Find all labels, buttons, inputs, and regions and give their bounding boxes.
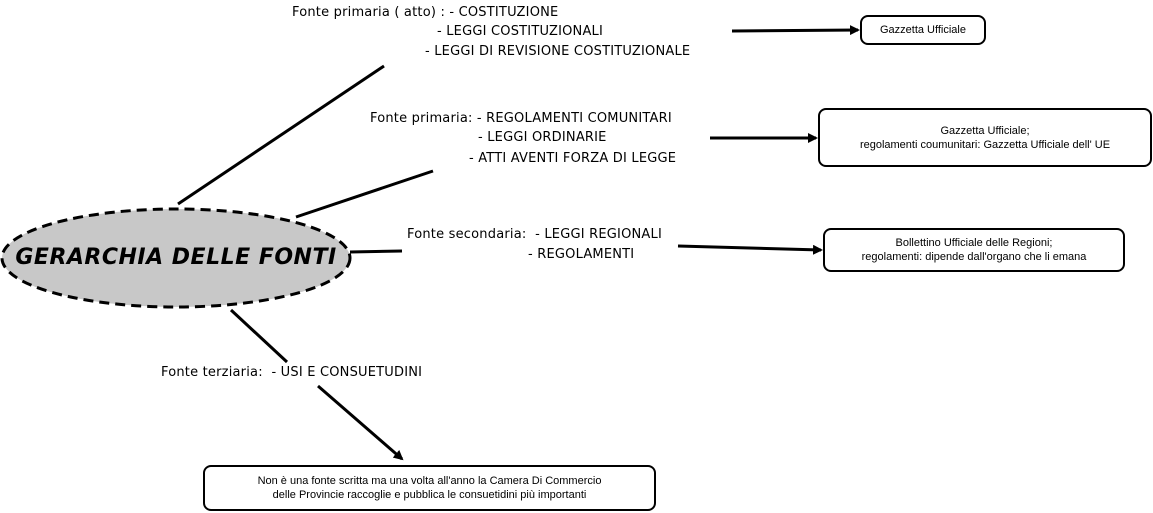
connector-branch-2 <box>295 169 434 219</box>
branch-2-line-3: - ATTI AVENTI FORZA DI LEGGE <box>469 151 677 166</box>
connector-branch-3 <box>349 249 403 254</box>
connector-branch-4 <box>229 308 289 364</box>
target-box-2: Gazzetta Ufficiale; regolamenti coumunit… <box>818 108 1152 167</box>
branch-1-line-1: Fonte primaria ( atto) : - COSTITUZIONE <box>292 5 559 20</box>
root-node-label: GERARCHIA DELLE FONTI <box>15 245 337 270</box>
target-box-3-line-1: Bollettino Ufficiale delle Regioni; <box>895 237 1053 249</box>
branch-4-line-1: Fonte terziaria: - USI E CONSUETUDINI <box>161 365 423 380</box>
connector-branch-1 <box>177 64 385 206</box>
target-box-4: Non è una fonte scritta ma una volta all… <box>203 465 656 511</box>
target-box-1-line-1: Gazzetta Ufficiale <box>879 24 966 36</box>
branch-3-line-1: Fonte secondaria: - LEGGI REGIONALI <box>407 227 663 242</box>
target-box-3-line-2: regolamenti: dipende dall'organo che li … <box>861 251 1087 263</box>
target-box-1: Gazzetta Ufficiale <box>860 15 986 45</box>
branch-3-line-2: - REGOLAMENTI <box>528 247 635 262</box>
target-box-4-line-2: delle Provincie raccoglie e pubblica le … <box>272 489 587 501</box>
arrow-branch-4 <box>317 384 404 461</box>
branch-2-line-1: Fonte primaria: - REGOLAMENTI COMUNITARI <box>370 111 672 126</box>
target-box-2-line-1: Gazzetta Ufficiale; <box>940 124 1030 137</box>
root-node-ellipse <box>0 207 352 309</box>
branch-2-line-2: - LEGGI ORDINARIE <box>478 130 607 145</box>
target-box-3: Bollettino Ufficiale delle Regioni; rego… <box>823 228 1125 272</box>
branch-1-line-2: - LEGGI COSTITUZIONALI <box>437 24 604 39</box>
target-box-2-line-2: regolamenti coumunitari: Gazzetta Uffici… <box>859 138 1111 151</box>
branch-1-line-3: - LEGGI DI REVISIONE COSTITUZIONALE <box>425 44 691 59</box>
arrow-branch-1 <box>731 25 860 36</box>
target-box-4-line-1: Non è una fonte scritta ma una volta all… <box>257 475 602 487</box>
arrow-branch-3 <box>677 244 823 255</box>
